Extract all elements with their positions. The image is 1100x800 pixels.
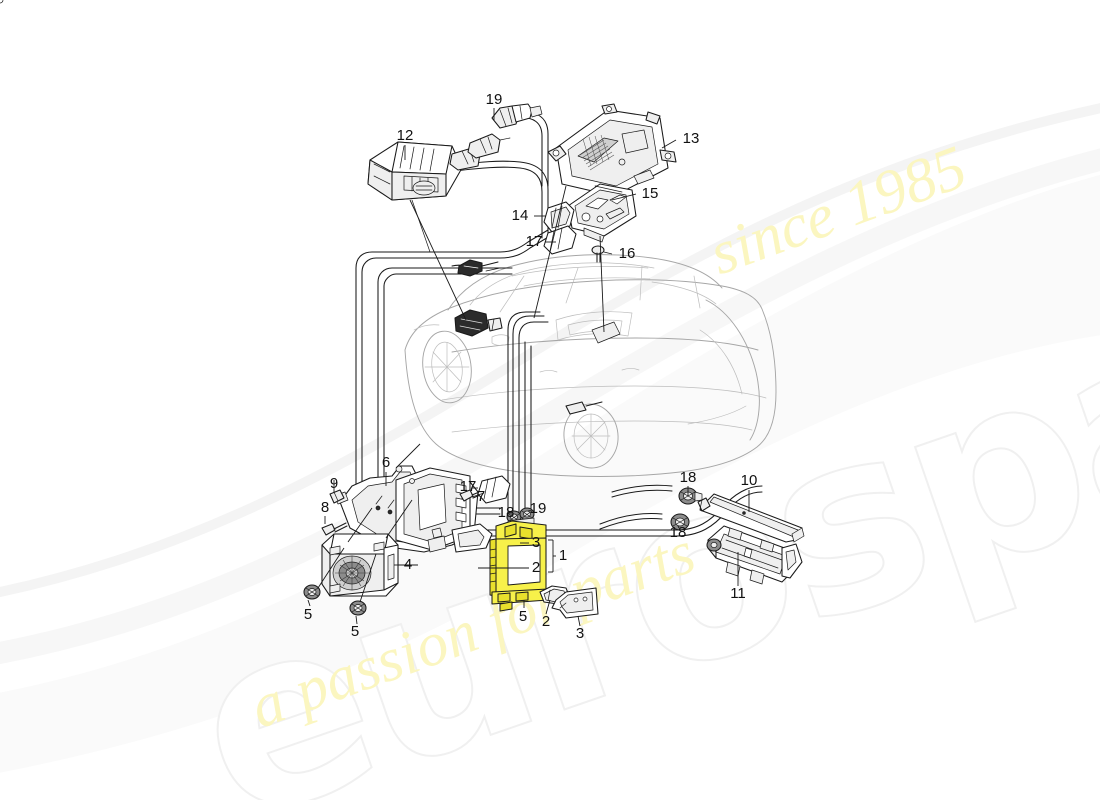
callout-5-nut-right: 5 <box>519 608 527 625</box>
watermark-band <box>0 174 1100 773</box>
part-15-operating-unit <box>567 183 637 243</box>
part-18-coax-plug-upper <box>678 487 703 505</box>
callout-14-microphone: 14 <box>512 207 529 224</box>
part-4-speaker <box>321 533 399 597</box>
part-17-harness-connector-upper <box>543 225 577 255</box>
part-8-screw <box>321 522 348 536</box>
part-6-support-bracket <box>333 465 493 553</box>
leader-lines <box>307 108 750 627</box>
in-car-components <box>454 259 621 415</box>
callout-3-retainer-upper: 3 <box>532 534 540 551</box>
callout-6-mounting-bracket: 6 <box>382 454 390 471</box>
part-17-harness-connector-lower <box>477 475 511 504</box>
callout-19-aerial-coupler-module: 19 <box>530 500 547 517</box>
callout-13-control-module: 13 <box>683 130 700 147</box>
callout-9-clip: 9 <box>330 475 338 492</box>
watermark-swoosh <box>0 103 1100 665</box>
part-9-clip <box>329 489 345 504</box>
part-10-antenna-rod <box>697 493 805 543</box>
callout-15-operating-unit: 15 <box>642 185 659 202</box>
part-5-nut-left <box>303 584 321 600</box>
callout-19-aerial-coupler-top: 19 <box>486 91 503 108</box>
inline-connector-pair <box>467 133 511 159</box>
callout-5-nut-center: 5 <box>351 623 359 640</box>
part-19-aerial-coupler-top <box>491 103 543 129</box>
callout-2-bracket-upper: 2 <box>532 559 540 576</box>
part-1-control-unit-assembly <box>489 520 549 612</box>
callout-12-connector-block: 12 <box>397 127 414 144</box>
callout-16-screw: 16 <box>619 245 636 262</box>
part-5-nut-center <box>349 600 367 616</box>
callout-8-screw-left: 8 <box>321 499 329 516</box>
callout-17-connector-lower: 17 <box>460 478 477 495</box>
part-12-connector-block <box>367 141 481 201</box>
part-13-control-module <box>0 0 677 199</box>
part-3-retaining-plate <box>551 587 599 619</box>
callout-10-antenna-rod: 10 <box>741 472 758 489</box>
callout-4-speaker: 4 <box>404 556 412 573</box>
callout-7-screw-right: 7 <box>477 488 485 505</box>
watermark-layer: eurospares a passion for parts since 198… <box>0 103 1100 800</box>
callout-17-connector-upper: 17 <box>526 233 543 250</box>
callout-2-bracket-lower: 2 <box>542 613 550 630</box>
callout-labels: 1 2 2 3 3 4 5 5 5 6 7 8 9 10 11 12 13 14… <box>304 91 758 642</box>
callout-18-coax-plug-module: 18 <box>498 504 515 521</box>
callout-1-control-unit-assembly: 1 <box>559 547 567 564</box>
callout-18-coax-plug-upper: 18 <box>680 469 697 486</box>
part-18-coax-plug-lower <box>670 513 690 531</box>
callout-5-nut-left: 5 <box>304 606 312 623</box>
suv-body-outline <box>404 254 777 477</box>
module-vent-grid <box>577 134 619 171</box>
callout-18-coax-plug-lower: 18 <box>670 524 687 541</box>
callout-11-antenna-amplifier: 11 <box>730 585 746 602</box>
part-14-microphone <box>543 201 575 233</box>
callout-3-retainer-lower: 3 <box>576 625 584 642</box>
part-11-antenna-amplifier <box>706 525 803 585</box>
part-16-screw <box>591 245 605 263</box>
